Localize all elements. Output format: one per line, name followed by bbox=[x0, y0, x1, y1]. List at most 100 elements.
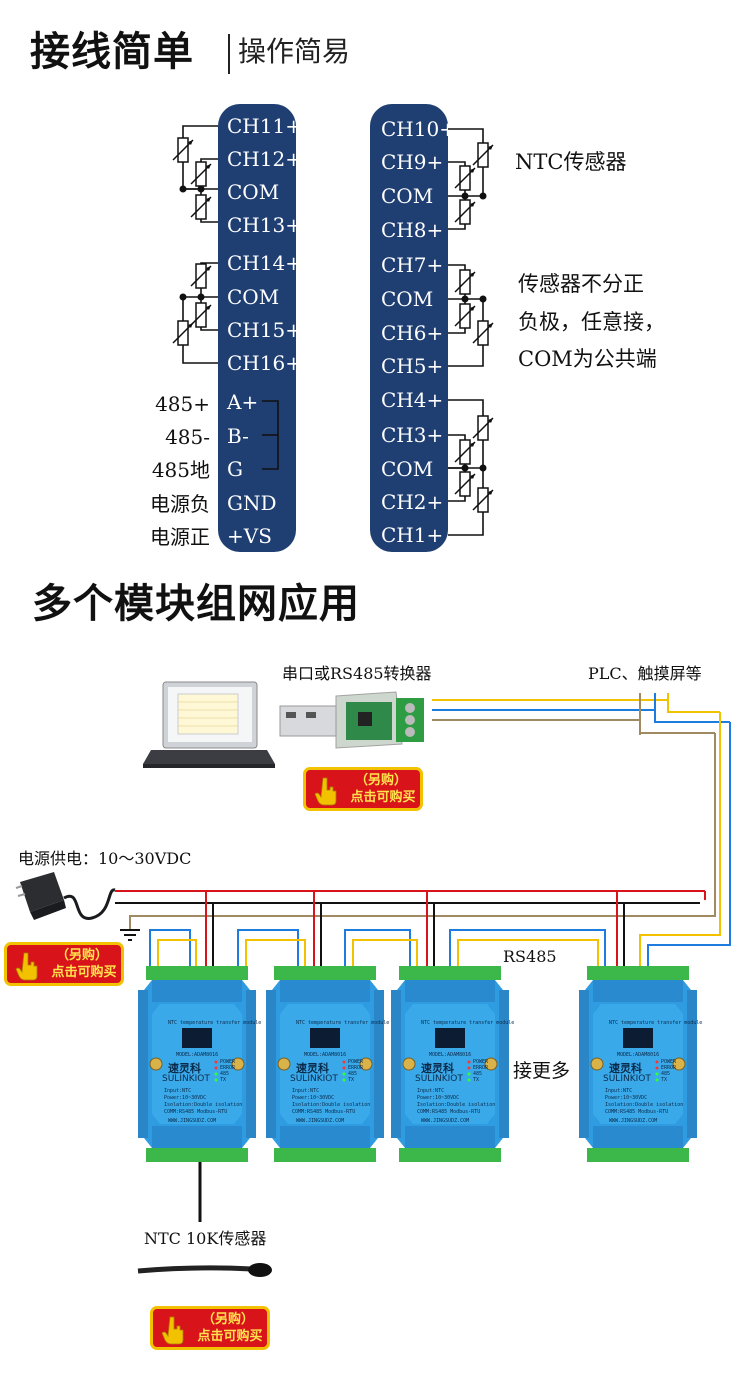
right-pin: CH1+ bbox=[381, 523, 444, 547]
left-pin: B- bbox=[227, 424, 249, 448]
right-pin: CH8+ bbox=[381, 218, 444, 242]
module-spec: Power:10~30VDC bbox=[605, 1095, 648, 1101]
module-brand-en: SULINKIOT bbox=[603, 1074, 651, 1084]
module-model: MODEL:ADAM8016 bbox=[617, 1052, 660, 1058]
section-title-network: 多个模块组网应用 bbox=[32, 581, 360, 627]
buy-power-adapter-button[interactable]: （另购） 点击可购买 bbox=[4, 942, 124, 986]
module-url: WWW.JINGSUDZ.COM bbox=[168, 1118, 217, 1124]
ntc-probe-image bbox=[137, 1263, 272, 1277]
pointing-hand-icon bbox=[15, 952, 38, 981]
module-url: WWW.JINGSUDZ.COM bbox=[609, 1118, 658, 1124]
buy-label: 点击可购买 bbox=[350, 790, 416, 805]
power-supply-label: 电源供电：10～30VDC bbox=[18, 849, 192, 868]
module-brand-en: SULINKIOT bbox=[162, 1074, 210, 1084]
ntc-sensor-note: NTC传感器 bbox=[515, 150, 627, 174]
module-spec: Isolation:Double isolation bbox=[417, 1102, 496, 1108]
module-header: NTC temperature transfer module bbox=[296, 1020, 390, 1026]
left-pin: +VS bbox=[227, 524, 272, 548]
buy-note: （另购） bbox=[201, 1312, 254, 1327]
module-header: NTC temperature transfer module bbox=[168, 1020, 262, 1026]
module-spec: Power:10~30VDC bbox=[164, 1095, 207, 1101]
left-pin: CH13+ bbox=[227, 213, 302, 237]
buy-label: 点击可购买 bbox=[51, 965, 117, 980]
module-led-label: ERROR bbox=[220, 1065, 236, 1071]
right-pin: CH10+ bbox=[381, 117, 456, 141]
network-wiring bbox=[115, 693, 731, 1222]
label-485-plus: 485+ bbox=[155, 392, 210, 416]
left-pin: COM bbox=[227, 180, 280, 204]
module-spec: Input:NTC bbox=[164, 1088, 192, 1094]
module-led-label: POWER bbox=[348, 1059, 364, 1065]
right-pin: CH7+ bbox=[381, 253, 444, 277]
label-power-negative: 电源负 bbox=[150, 492, 210, 516]
left-pin: GND bbox=[227, 491, 277, 515]
section-subtitle: 操作简易 bbox=[238, 35, 351, 68]
module-spec: Input:NTC bbox=[417, 1088, 445, 1094]
module-spec: COMM:RS485 Modbus-RTU bbox=[292, 1109, 356, 1115]
module-led-label: 485 bbox=[473, 1071, 483, 1077]
left-pin: A+ bbox=[227, 390, 259, 414]
module-spec: COMM:RS485 Modbus-RTU bbox=[164, 1109, 228, 1115]
label-485-ground: 485地 bbox=[151, 458, 210, 482]
module-led-label: ERROR bbox=[473, 1065, 489, 1071]
laptop-image bbox=[143, 681, 275, 768]
module-header: NTC temperature transfer module bbox=[609, 1020, 703, 1026]
left-pin: CH16+ bbox=[227, 351, 302, 375]
module-spec: Isolation:Double isolation bbox=[292, 1102, 371, 1108]
module-url: WWW.JINGSUDZ.COM bbox=[296, 1118, 345, 1124]
module-spec: Power:10~30VDC bbox=[417, 1095, 460, 1101]
module-led-label: TX bbox=[220, 1077, 227, 1083]
left-pin: CH15+ bbox=[227, 318, 302, 342]
module-brand-cn: 速灵科 bbox=[609, 1062, 642, 1075]
buy-converter-button[interactable]: （另购） 点击可购买 bbox=[303, 767, 423, 811]
right-pin: COM bbox=[381, 184, 434, 208]
module-brand-cn: 速灵科 bbox=[296, 1062, 329, 1075]
right-pin: CH6+ bbox=[381, 321, 444, 345]
right-pin: COM bbox=[381, 457, 434, 481]
module-spec: Isolation:Double isolation bbox=[605, 1102, 684, 1108]
module-spec: Input:NTC bbox=[292, 1088, 320, 1094]
buy-label: 点击可购买 bbox=[197, 1329, 263, 1344]
polarity-note-line3: COM为公共端 bbox=[518, 347, 657, 371]
label-485-minus: 485- bbox=[165, 425, 210, 449]
left-pin: CH12+ bbox=[227, 147, 302, 171]
module-spec: COMM:RS485 Modbus-RTU bbox=[417, 1109, 481, 1115]
module-body bbox=[266, 966, 384, 1162]
module-led-label: ERROR bbox=[661, 1065, 677, 1071]
plc-label: PLC、触摸屏等 bbox=[588, 664, 702, 683]
left-pin: COM bbox=[227, 285, 280, 309]
module-spec: Isolation:Double isolation bbox=[164, 1102, 243, 1108]
module-brand-cn: 速灵科 bbox=[421, 1062, 454, 1075]
more-modules-label: 接更多 bbox=[513, 1060, 571, 1082]
buy-note: （另购） bbox=[354, 773, 407, 788]
right-pin: CH9+ bbox=[381, 150, 444, 174]
right-pin: CH3+ bbox=[381, 423, 444, 447]
label-power-positive: 电源正 bbox=[150, 525, 210, 549]
ntc-sensor-label: NTC 10K传感器 bbox=[144, 1229, 267, 1248]
polarity-note-line1: 传感器不分正 bbox=[518, 272, 644, 296]
left-pin: CH11+ bbox=[227, 114, 302, 138]
converter-label: 串口或RS485转换器 bbox=[282, 664, 432, 683]
right-terminal-bar bbox=[370, 104, 448, 552]
module-url: WWW.JINGSUDZ.COM bbox=[421, 1118, 470, 1124]
module-brand-en: SULINKIOT bbox=[290, 1074, 338, 1084]
sensor-wiring-diagram bbox=[172, 125, 494, 536]
buy-note: （另购） bbox=[55, 948, 108, 963]
left-pin: G bbox=[227, 457, 243, 481]
module-led-label: POWER bbox=[220, 1059, 236, 1065]
module-model: MODEL:ADAM8016 bbox=[176, 1052, 219, 1058]
left-pin: CH14+ bbox=[227, 251, 302, 275]
polarity-note-line2: 负极，任意接， bbox=[518, 310, 665, 334]
right-pin: CH5+ bbox=[381, 354, 444, 378]
module-led-label: TX bbox=[348, 1077, 355, 1083]
module-led-label: 485 bbox=[661, 1071, 671, 1077]
buy-ntc-sensor-button[interactable]: （另购） 点击可购买 bbox=[150, 1306, 270, 1350]
rs485-label: RS485 bbox=[503, 947, 557, 966]
module-led-label: POWER bbox=[473, 1059, 489, 1065]
module-led-label: TX bbox=[661, 1077, 668, 1083]
module-header: NTC temperature transfer module bbox=[421, 1020, 515, 1026]
